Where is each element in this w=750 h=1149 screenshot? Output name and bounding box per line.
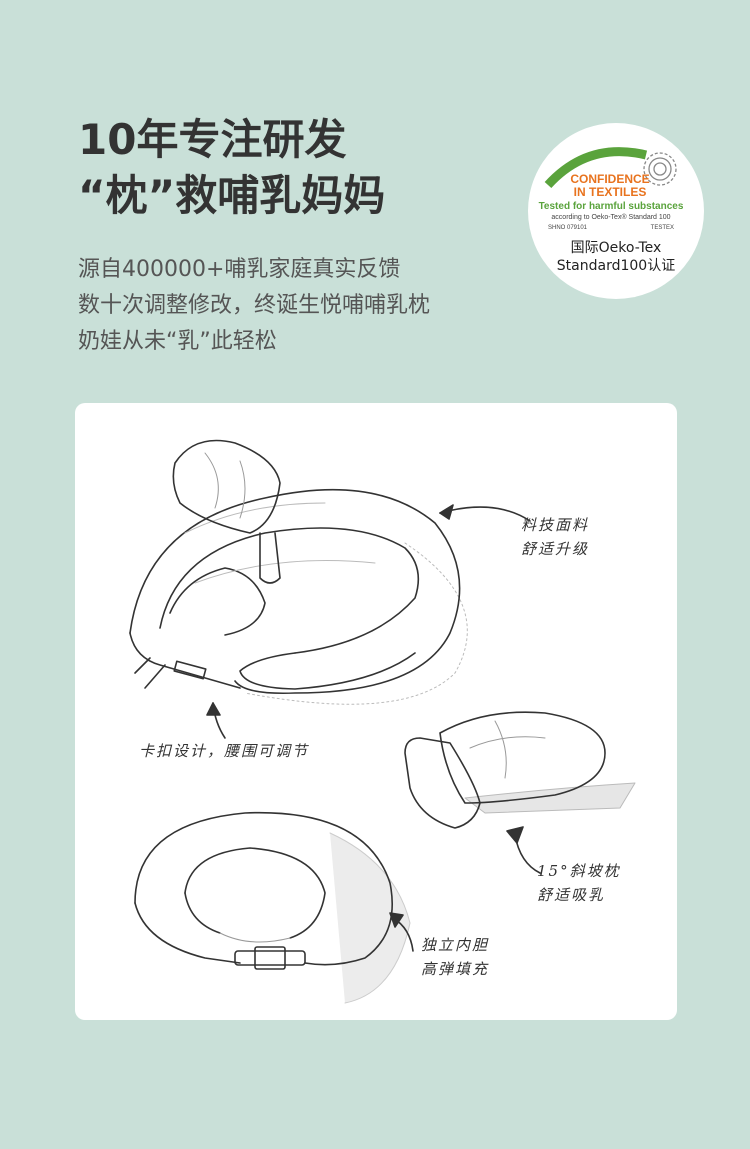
note-fabric-line-2: 舒适升级 — [521, 540, 590, 558]
note-slope: 15°斜坡枕 舒适吸乳 — [537, 859, 621, 907]
badge-tested: Tested for harmful substances — [539, 201, 684, 212]
pillow-sketches — [129, 439, 636, 1004]
badge-in-textiles: IN TEXTILES — [574, 185, 647, 199]
badge-testex: TESTEX — [651, 225, 674, 231]
main-pillow-drawing — [129, 439, 468, 705]
note-slope-line-2: 舒适吸乳 — [537, 886, 606, 904]
headline-line-2: “枕”救哺乳妈妈 — [78, 171, 386, 220]
headline: 10年专注研发 “枕”救哺乳妈妈 — [78, 112, 385, 224]
intro-line-3: 奶娃从未“乳”此轻松 — [78, 329, 277, 354]
slope-pillow-drawing — [404, 711, 636, 829]
note-filling: 独立内胆 高弹填充 — [421, 933, 489, 981]
product-sketch-card: 料技面料 舒适升级 卡扣设计，腰围可调节 15°斜坡枕 舒适吸乳 独立内胆 高弹… — [75, 403, 677, 1020]
badge-according: according to Oeko-Tex® Standard 100 — [551, 213, 670, 221]
note-filling-line-1: 独立内胆 — [421, 936, 490, 954]
note-fabric: 料技面料 舒适升级 — [521, 513, 589, 561]
oeko-tex-badge: CONFIDENCE IN TEXTILES Tested for harmfu… — [528, 123, 704, 299]
badge-shno: SHNO 079101 — [548, 225, 588, 231]
fabric-arrow — [439, 506, 531, 522]
flower-emblem-icon — [643, 152, 677, 186]
note-slope-line-1: 15°斜坡枕 — [537, 862, 621, 880]
note-fabric-line-1: 料技面料 — [521, 516, 590, 534]
intro-line-2: 数十次调整修改，终诞生悦哺哺乳枕 — [78, 293, 431, 318]
headline-line-1: 10年专注研发 — [78, 115, 347, 164]
badge-confidence: CONFIDENCE — [570, 172, 649, 186]
oeko-tex-logo: CONFIDENCE IN TEXTILES Tested for harmfu… — [539, 147, 684, 231]
u-pillow-drawing — [134, 811, 411, 1004]
note-buckle: 卡扣设计，腰围可调节 — [139, 742, 310, 760]
intro-line-1: 源自400000+哺乳家庭真实反馈 — [78, 257, 401, 282]
badge-caption-1: 国际Oeko-Tex — [570, 240, 662, 256]
intro-text: 源自400000+哺乳家庭真实反馈 数十次调整修改，终诞生悦哺哺乳枕 奶娃从未“… — [78, 252, 430, 360]
badge-caption-2: Standard100认证 — [556, 258, 676, 274]
note-filling-line-2: 高弹填充 — [421, 960, 490, 978]
